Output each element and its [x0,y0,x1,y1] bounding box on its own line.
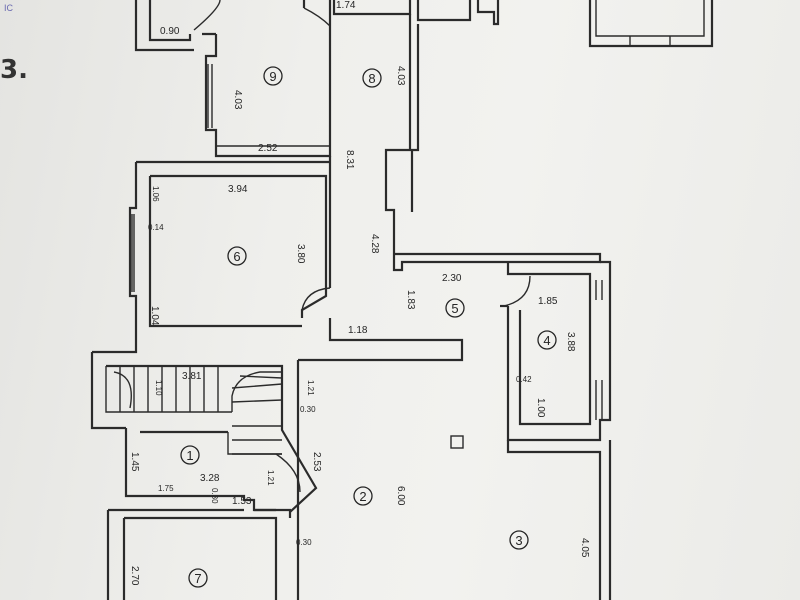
svg-text:6: 6 [233,249,240,264]
dim-6-00: 6.00 [395,486,406,506]
dim-1-45: 1.45 [129,452,140,472]
room-6-label: 6 [227,246,247,266]
svg-text:1: 1 [186,448,193,463]
dim-4-28: 4.28 [369,234,380,254]
svg-text:2: 2 [359,489,366,504]
dim-1-00: 1.00 [535,398,546,418]
room-7-walls [106,508,292,600]
dim-0-90: 0.90 [160,26,180,37]
svg-text:5: 5 [451,301,458,316]
room-8-label: 8 [362,68,382,88]
room-3-label: 3 [509,530,529,550]
dim-1-85: 1.85 [538,296,558,307]
dim-2-70: 2.70 [129,566,140,586]
room-5-label: 5 [445,298,465,318]
dim-4-05: 4.05 [579,538,590,558]
dim-0-14: 0.14 [148,223,164,232]
dim-2-52: 2.52 [258,143,278,154]
dim-1-83: 1.83 [405,290,416,310]
top-right-annex [416,0,714,48]
dim-4-03-room8: 4.03 [395,66,406,86]
room-labels: 9 8 6 5 4 1 2 3 [180,66,557,588]
dim-1-10: 1.10 [154,380,163,396]
dim-3-80: 3.80 [295,244,306,264]
room-6-walls [128,160,330,340]
dim-1-75: 1.75 [158,484,174,493]
svg-text:8: 8 [368,71,375,86]
room-4-label: 4 [537,330,557,350]
dim-0-30-b: 0.30 [210,488,219,504]
svg-text:3: 3 [515,533,522,548]
dim-3-88: 3.88 [565,332,576,352]
room-7-label: 7 [188,568,208,588]
dim-1-06: 1.06 [151,186,160,202]
svg-text:9: 9 [269,69,276,84]
room-2-label: 2 [353,486,373,506]
hall-5-walls [298,252,602,362]
room-1-label: 1 [180,445,200,465]
dim-1-04: 1.04 [149,306,160,326]
dimension-labels: 0.90 1.74 4.03 4.03 2.52 8.31 3.94 1.06 … [129,0,590,586]
dim-1-53: 1.53 [232,496,252,507]
dim-1-74: 1.74 [336,0,356,11]
stair-room1-room2-walls [90,340,318,600]
room-3-walls [450,435,612,600]
room-9-label: 9 [263,66,283,86]
dim-1-21-low: 1.21 [266,470,275,486]
room-4-walls [506,260,612,442]
corner-text: IC [4,3,14,13]
dim-3-81: 3.81 [182,371,202,382]
dim-2-30: 2.30 [442,273,462,284]
dim-0-42: 0.42 [516,375,532,384]
dim-0-30-c: 0.30 [296,538,312,547]
dim-8-31: 8.31 [344,150,355,170]
svg-text:7: 7 [194,571,201,586]
dim-1-18: 1.18 [348,325,368,336]
dim-4-03-room9: 4.03 [232,90,243,110]
svg-text:4: 4 [543,333,550,348]
dim-1-21-top: 1.21 [306,380,315,396]
dim-3-94: 3.94 [228,184,248,195]
corridor-8-walls [301,0,420,311]
room-9-walls [134,0,332,158]
dim-2-53: 2.53 [311,452,322,472]
section-mark: 3. [0,55,28,85]
dim-0-30-a: 0.30 [300,405,316,414]
dim-3-28: 3.28 [200,473,220,484]
